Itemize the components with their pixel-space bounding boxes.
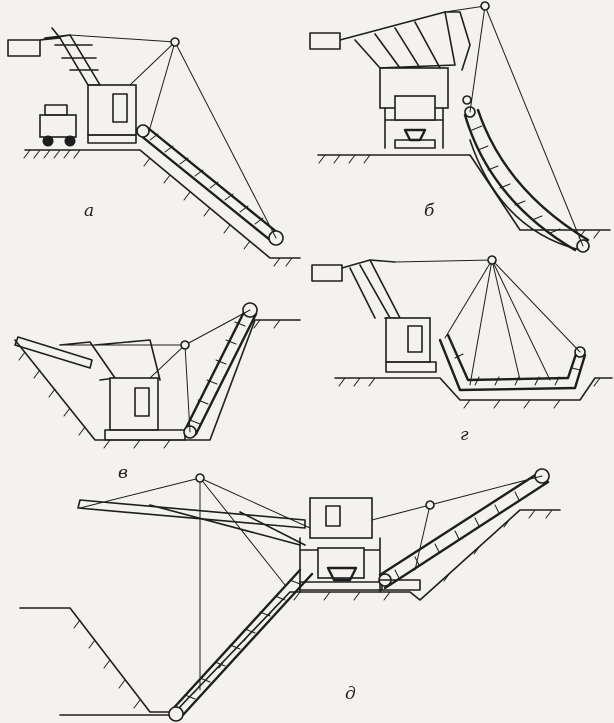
- panel-a-label: а: [84, 201, 94, 221]
- panel-v-cab: [109, 377, 159, 431]
- panel-v-excavator: в: [14, 302, 301, 483]
- panel-b-gantry: [379, 67, 449, 149]
- panel-b-label: б: [424, 201, 435, 221]
- panel-a-bucket-ladder: [136, 124, 284, 246]
- panel-a-transport-car: [39, 104, 77, 147]
- panel-g-excavator: г: [311, 255, 613, 445]
- panel-d-excavator: д: [19, 468, 561, 722]
- panel-b-trench-curve: [469, 139, 581, 251]
- panel-v-discharge-boom: [14, 336, 161, 381]
- panel-a-mast-cables: [69, 34, 277, 239]
- panel-d-mast-cables: [79, 473, 543, 691]
- panel-a-ground: [24, 149, 301, 259]
- panel-v-label: в: [118, 463, 128, 483]
- panel-a-upper-boom: [7, 27, 101, 86]
- panel-d-right-ladder: [378, 468, 550, 591]
- panel-g-mast-cables: [394, 255, 581, 386]
- panel-a-door: [112, 93, 128, 123]
- panel-b-mast-cables: [444, 1, 584, 247]
- panel-v-bucket-ladder: [183, 302, 258, 439]
- panel-d-ground: [19, 509, 561, 713]
- panel-v-ground: [14, 319, 301, 441]
- panel-v-ground-hatch: [18, 319, 281, 449]
- panel-b-ground: [317, 154, 611, 231]
- panel-d-left-ladder: [168, 568, 314, 722]
- panel-g-ground: [334, 377, 613, 401]
- panel-b-ground-hatch: [318, 154, 601, 239]
- panel-d-gantry: [299, 497, 383, 593]
- panel-g-label: г: [460, 425, 469, 445]
- panel-a-track: [87, 134, 137, 144]
- panel-v-mast-cables: [59, 309, 251, 433]
- panel-d-discharge-boom: [77, 499, 306, 546]
- panel-b-excavator: б: [309, 1, 611, 253]
- panel-b-upper-boom: [309, 11, 471, 71]
- panel-v-track: [104, 429, 186, 441]
- panel-d-label: д: [345, 684, 356, 704]
- panel-a-ground-hatch: [23, 149, 293, 267]
- panel-a-cab: [87, 84, 137, 136]
- panel-b-bucket-ladder: [462, 95, 590, 253]
- panel-g-track: [385, 361, 437, 373]
- panel-d-ground-hatch: [73, 509, 553, 709]
- panel-g-upper-boom: [311, 259, 401, 319]
- panel-a-excavator: а: [7, 27, 301, 267]
- panel-g-ground-hatch: [338, 377, 601, 409]
- panel-v-door: [134, 387, 150, 417]
- panel-g-bucket-ladder: [438, 333, 587, 392]
- panel-g-door: [407, 325, 423, 353]
